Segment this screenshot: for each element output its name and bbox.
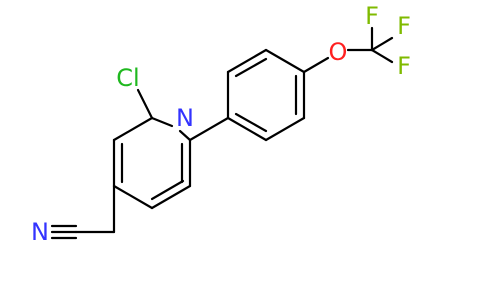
fluorine-label-right-top: F bbox=[397, 12, 411, 40]
bond-ph3-ph4 bbox=[264, 48, 306, 74]
bond-c4-c5 bbox=[112, 184, 154, 210]
bond-n-c2 bbox=[150, 116, 174, 128]
chlorine-label: Cl bbox=[116, 64, 139, 92]
nitrile-nitrogen-label: N bbox=[31, 218, 49, 246]
fluorine-label-top: F bbox=[365, 2, 379, 30]
bond-c6-aryl bbox=[188, 116, 230, 142]
bonds bbox=[50, 26, 394, 240]
atom-labels: Cl N N O F F F bbox=[31, 2, 411, 246]
bond-c2-c3 bbox=[112, 116, 154, 142]
bond-ph6-ph1-double bbox=[234, 112, 268, 133]
bond-c2-cl bbox=[136, 88, 154, 120]
bond-c5-c6-double bbox=[150, 179, 185, 201]
oxygen-label: O bbox=[329, 38, 348, 66]
bond-ph2-ph3-double bbox=[234, 57, 268, 78]
bond-ph2-ph3 bbox=[226, 48, 268, 74]
fluorine-label-right-bottom: F bbox=[397, 52, 411, 80]
bond-cf3-f2 bbox=[370, 36, 394, 52]
bond-ph-o bbox=[302, 56, 330, 74]
ring-nitrogen-label: N bbox=[176, 104, 194, 132]
bond-cf3-f3 bbox=[370, 48, 394, 64]
bond-ph5-ph6 bbox=[264, 116, 306, 142]
bond-c5-c6 bbox=[150, 184, 192, 210]
bond-n-top bbox=[178, 129, 192, 142]
bond-ph6-ph1 bbox=[226, 116, 268, 142]
